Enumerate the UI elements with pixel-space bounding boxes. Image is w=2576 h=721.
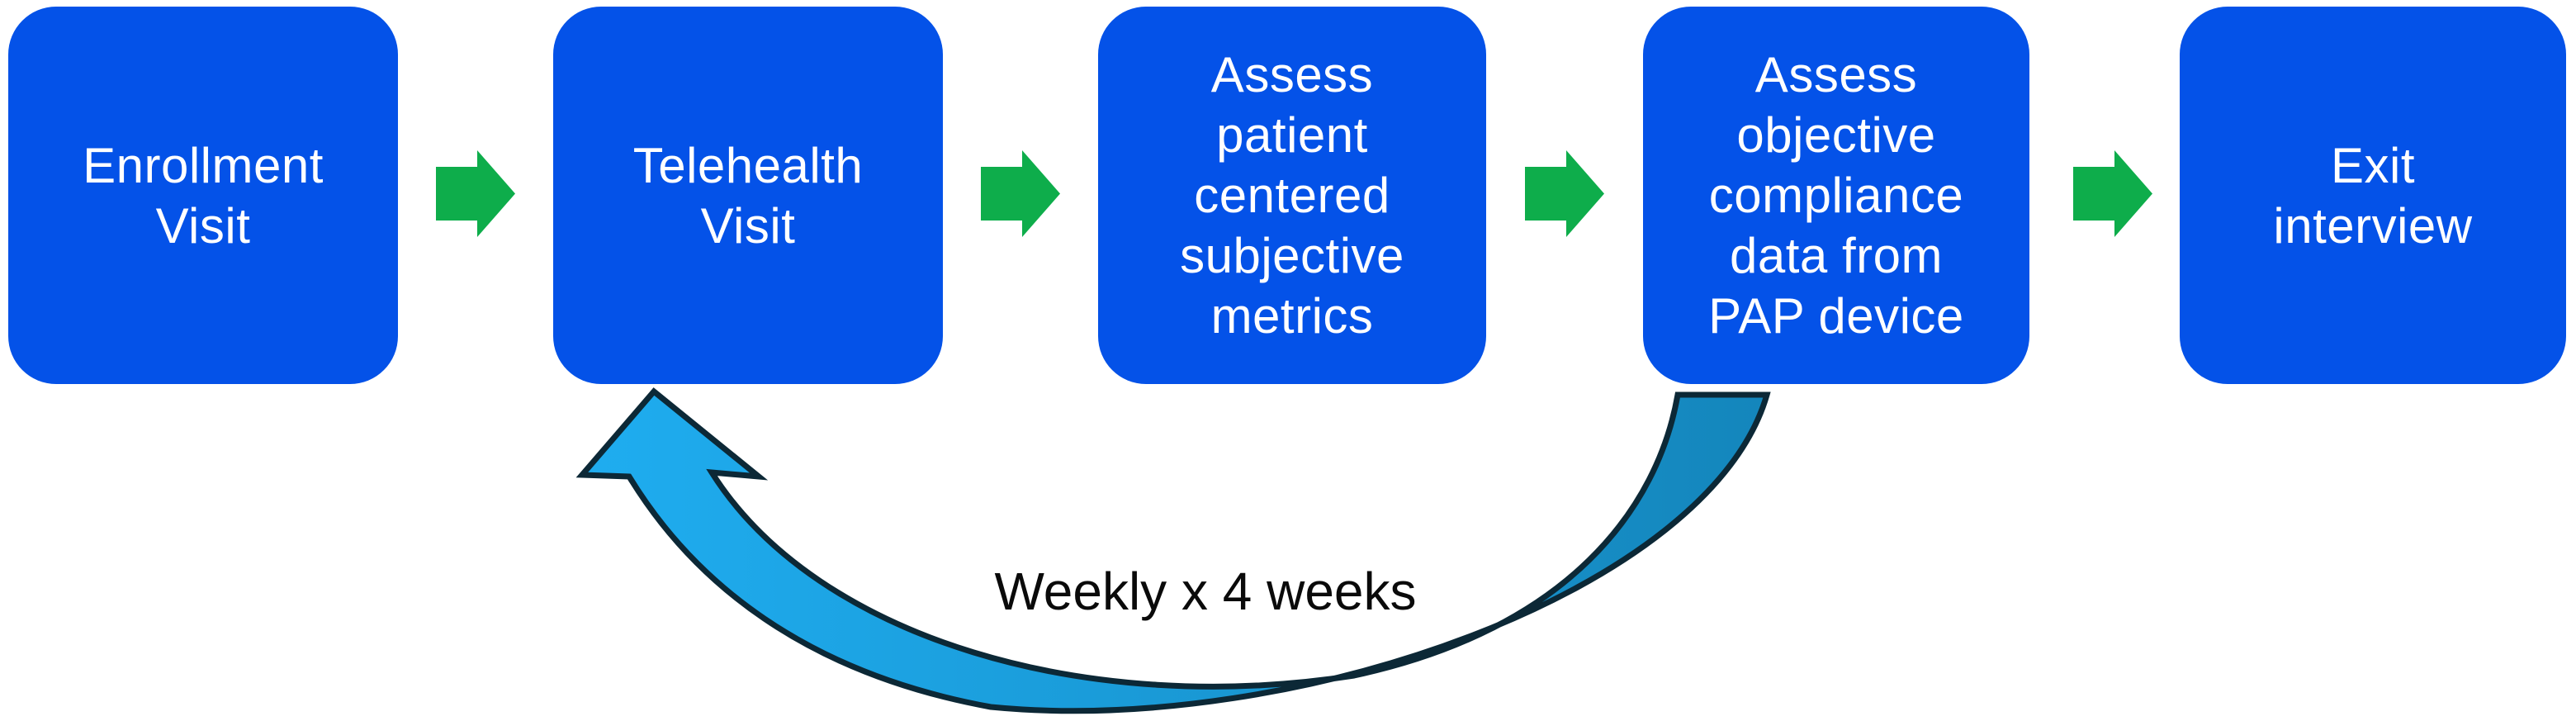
step-box-telehealth-visit: Telehealth Visit xyxy=(553,7,943,384)
step-text-line: subjective xyxy=(1180,228,1404,283)
feedback-loop-label: Weekly x 4 weeks xyxy=(994,562,1417,621)
step-box-exit-interview: Exit interview xyxy=(2180,7,2566,384)
step-text-line: Visit xyxy=(700,197,796,254)
step-text-line: metrics xyxy=(1210,288,1374,344)
step-box-enrollment-visit: Enrollment Visit xyxy=(8,7,398,384)
step-text-line: centered xyxy=(1194,168,1390,223)
step-text-line: Enrollment xyxy=(83,137,324,193)
step-text-line: Assess xyxy=(1210,47,1374,102)
step-text-line: objective xyxy=(1736,107,1936,163)
step-box-assess-subjective-metrics: Assess patient centered subjective metri… xyxy=(1098,7,1486,384)
forward-arrow-icon xyxy=(436,150,515,237)
forward-arrow-icon xyxy=(981,150,1060,237)
step-text-line: Visit xyxy=(155,197,251,254)
step-box-assess-objective-compliance: Assess objective compliance data from PA… xyxy=(1643,7,2029,384)
step-text-line: Assess xyxy=(1754,47,1918,102)
step-text-line: PAP device xyxy=(1708,288,1964,344)
step-text-line: interview xyxy=(2273,197,2473,254)
step-text-line: Exit xyxy=(2330,137,2416,193)
step-text-line: patient xyxy=(1216,107,1368,163)
feedback-loop-arrow-icon xyxy=(575,387,1771,714)
forward-arrow-icon xyxy=(2073,150,2152,237)
step-text-line: data from xyxy=(1730,228,1943,283)
step-text-line: Telehealth xyxy=(632,137,864,193)
step-text-line: compliance xyxy=(1708,168,1964,223)
forward-arrow-icon xyxy=(1525,150,1604,237)
